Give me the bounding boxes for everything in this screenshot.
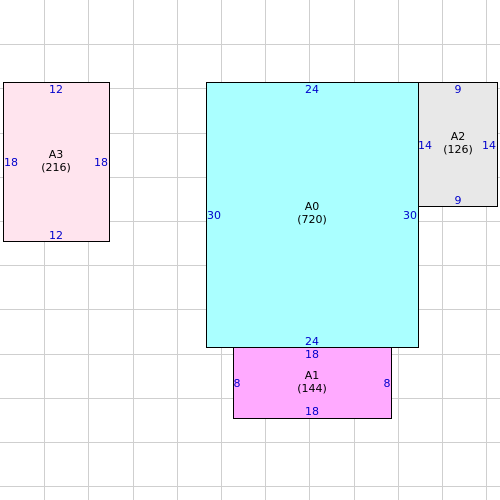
rect-a0-box	[206, 82, 419, 348]
rect-a3: 12 12 18 18 A3 (216)	[3, 82, 110, 242]
rect-a2-area: (126)	[443, 143, 473, 156]
rect-a1: 18 18 8 8 A1 (144)	[233, 347, 392, 419]
rect-a0-name: A0	[305, 200, 320, 213]
rect-a1-name: A1	[305, 369, 320, 382]
rect-a3-right-label: 18	[94, 156, 108, 169]
rect-a3-area: (216)	[41, 161, 71, 174]
rect-a3-top-label: 12	[49, 83, 63, 96]
rect-a2-left-label: 14	[418, 139, 432, 152]
rect-a3-left-label: 18	[4, 156, 18, 169]
rect-a3-box	[3, 82, 110, 242]
rect-a1-top-label: 18	[305, 348, 319, 361]
rect-a2-top-label: 9	[455, 83, 462, 96]
rect-a1-left-label: 8	[234, 377, 241, 390]
rect-a0-left-label: 30	[207, 209, 221, 222]
rect-a0-area: (720)	[297, 213, 327, 226]
rect-a0: 24 24 30 30 A0 (720)	[206, 82, 419, 348]
rect-a0-top-label: 24	[305, 83, 319, 96]
rect-a1-area: (144)	[297, 382, 327, 395]
rect-a2: 9 9 14 14 A2 (126)	[418, 82, 498, 207]
rect-a2-bottom-label: 9	[455, 194, 462, 207]
rect-a3-name: A3	[49, 148, 64, 161]
rect-a1-right-label: 8	[384, 377, 391, 390]
rect-a1-bottom-label: 18	[305, 405, 319, 418]
rect-a2-box	[418, 82, 498, 207]
rect-a0-right-label: 30	[403, 209, 417, 222]
rect-a2-name: A2	[451, 130, 466, 143]
rect-a1-box	[233, 347, 392, 419]
rect-a2-right-label: 14	[482, 139, 496, 152]
rect-a0-bottom-label: 24	[305, 335, 319, 348]
rect-a3-bottom-label: 12	[49, 229, 63, 242]
